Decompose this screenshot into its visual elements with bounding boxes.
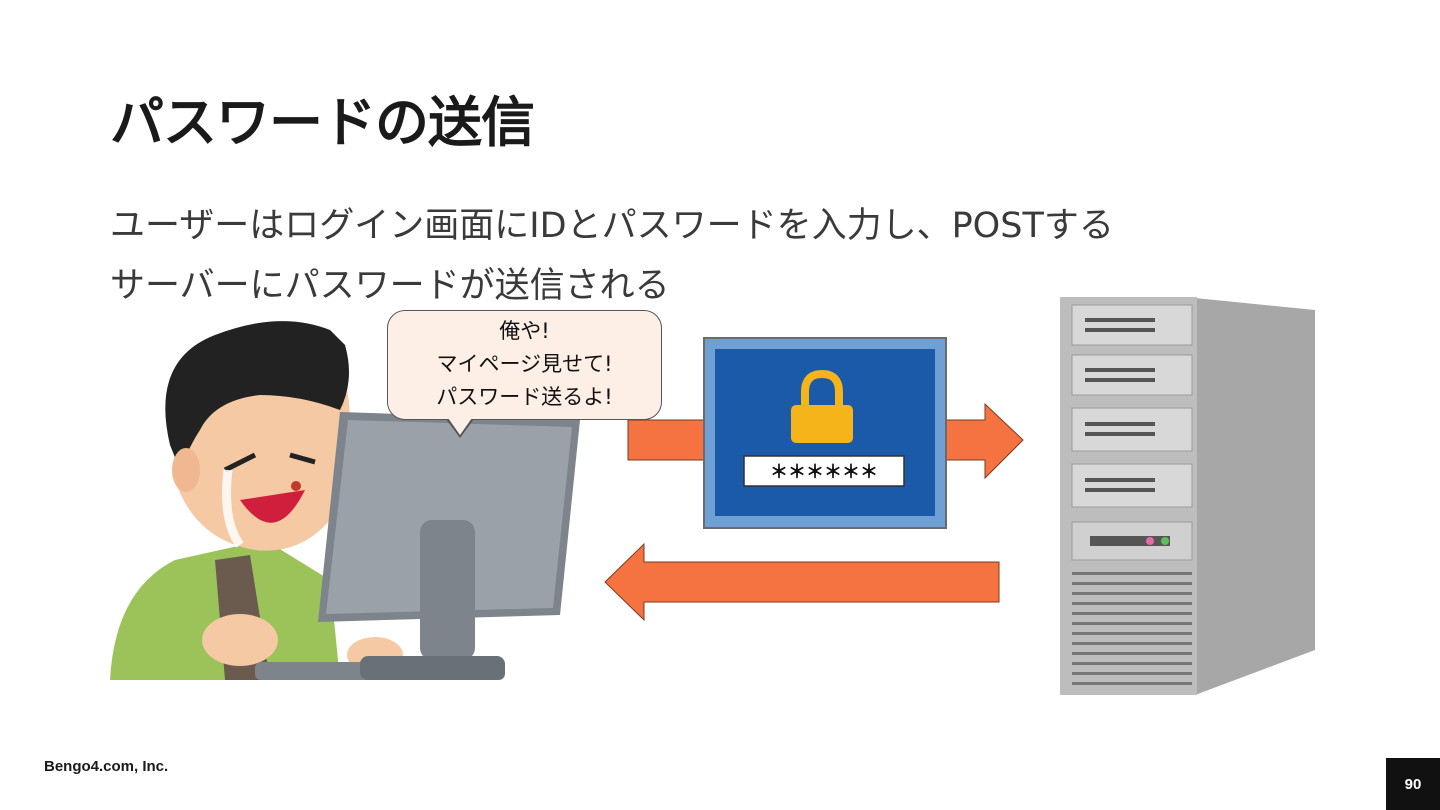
- slide-title: パスワードの送信: [110, 91, 535, 154]
- arrow-to-server: [627, 402, 1024, 480]
- server-illustration: [1060, 297, 1315, 695]
- page-number: 90: [1386, 758, 1440, 810]
- speech-line-2: マイページ見せて!: [436, 352, 613, 376]
- footer-company: Bengo4.com, Inc.: [44, 758, 169, 775]
- monitor-illustration: [255, 412, 580, 680]
- password-mask: ＊＊＊＊＊＊: [770, 462, 878, 483]
- slide-body: ユーザーはログイン画面にIDとパスワードを入力し、POSTする サーバーにパスワ…: [110, 196, 1114, 316]
- body-line-1: ユーザーはログイン画面にIDとパスワードを入力し、POSTする: [110, 206, 1114, 246]
- speech-bubble: 俺や! マイページ見せて! パスワード送るよ!: [387, 310, 662, 438]
- user-illustration: [110, 321, 403, 680]
- speech-line-1: 俺や!: [499, 319, 550, 343]
- speech-line-3: パスワード送るよ!: [436, 385, 613, 409]
- arrow-to-user: [604, 542, 1000, 622]
- body-line-2: サーバーにパスワードが送信される: [110, 266, 670, 306]
- lock-icon: [791, 369, 853, 443]
